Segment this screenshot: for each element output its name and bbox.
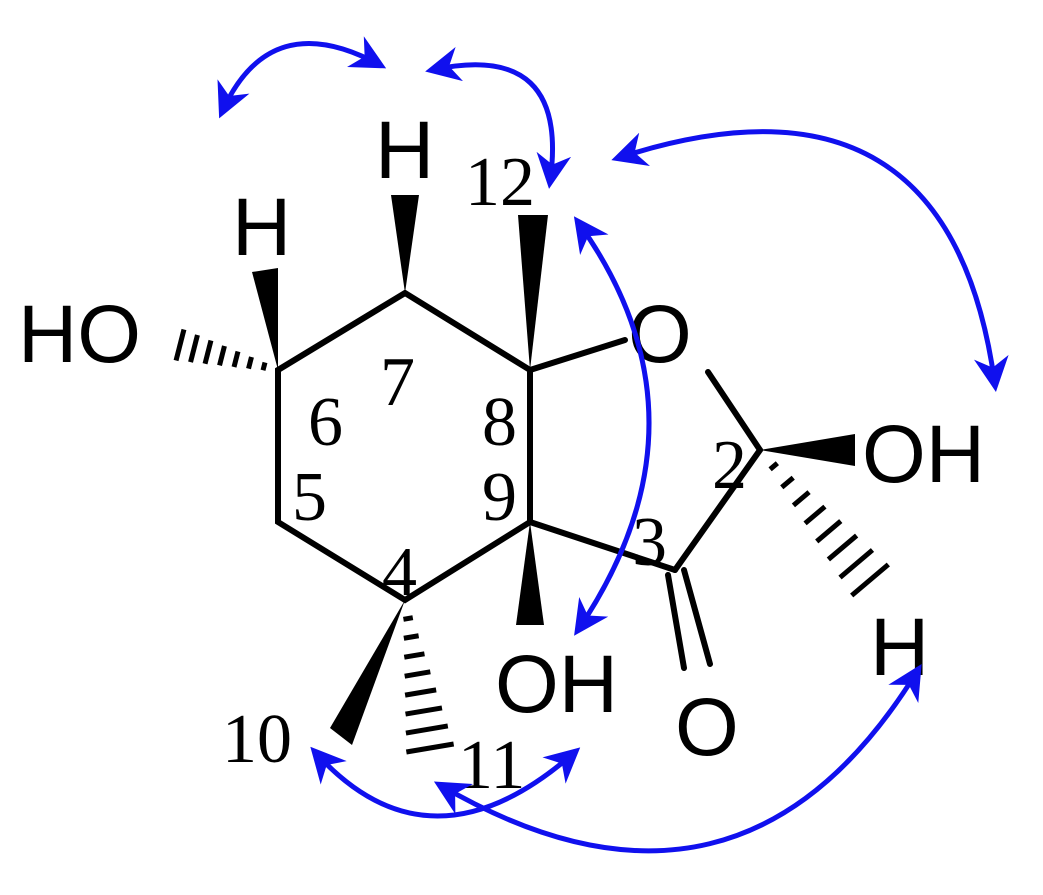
- atom-h2: H: [870, 602, 929, 693]
- hash-line: [403, 615, 414, 622]
- hash-line: [231, 350, 241, 368]
- atom-h7: H: [375, 105, 434, 196]
- hash-line: [768, 461, 779, 472]
- hash-line: [202, 339, 214, 365]
- hash-line: [246, 356, 254, 370]
- correlation-arrow: [573, 216, 652, 636]
- correlation-arrow: [310, 746, 581, 819]
- hash-line: [826, 533, 859, 562]
- atom-h6: H: [232, 182, 291, 273]
- correlation-arrow: [425, 46, 572, 189]
- label-c12: 12: [465, 144, 535, 221]
- atom-ho6: HO: [18, 289, 141, 380]
- label-c2: 2: [712, 427, 747, 504]
- wedge-bonds: [252, 195, 855, 745]
- hash-line: [405, 723, 449, 736]
- hash-line: [403, 651, 425, 660]
- label-c10: 10: [222, 701, 292, 778]
- correlation-arrow: [611, 129, 1009, 392]
- correlation-arrow: [217, 36, 387, 119]
- hash-line: [791, 490, 811, 508]
- hash-line: [404, 687, 437, 698]
- atom-oh9: OH: [495, 639, 618, 730]
- hash-line: [173, 328, 187, 362]
- hash-line: [188, 334, 200, 363]
- correlation-arrows: [217, 36, 1009, 854]
- label-c7: 7: [380, 344, 415, 421]
- label-c9: 9: [482, 459, 517, 536]
- hash-line: [403, 633, 420, 641]
- hash-line: [404, 669, 431, 679]
- label-c8: 8: [482, 384, 517, 461]
- hash-line: [260, 361, 268, 371]
- label-c3: 3: [632, 504, 667, 581]
- hash-line: [815, 519, 843, 544]
- atom-o-carbonyl: O: [675, 682, 739, 773]
- label-c6: 6: [308, 384, 343, 461]
- hash-line: [838, 548, 875, 580]
- hash-line: [850, 562, 890, 598]
- hash-line: [405, 741, 455, 755]
- hash-line: [803, 504, 827, 526]
- hash-line: [217, 345, 227, 367]
- atom-oh2: OH: [862, 409, 985, 500]
- label-c4: 4: [382, 534, 417, 611]
- label-c5: 5: [292, 459, 327, 536]
- hash-line: [780, 475, 795, 490]
- correlation-arrow: [433, 664, 922, 854]
- hash-line: [405, 705, 443, 717]
